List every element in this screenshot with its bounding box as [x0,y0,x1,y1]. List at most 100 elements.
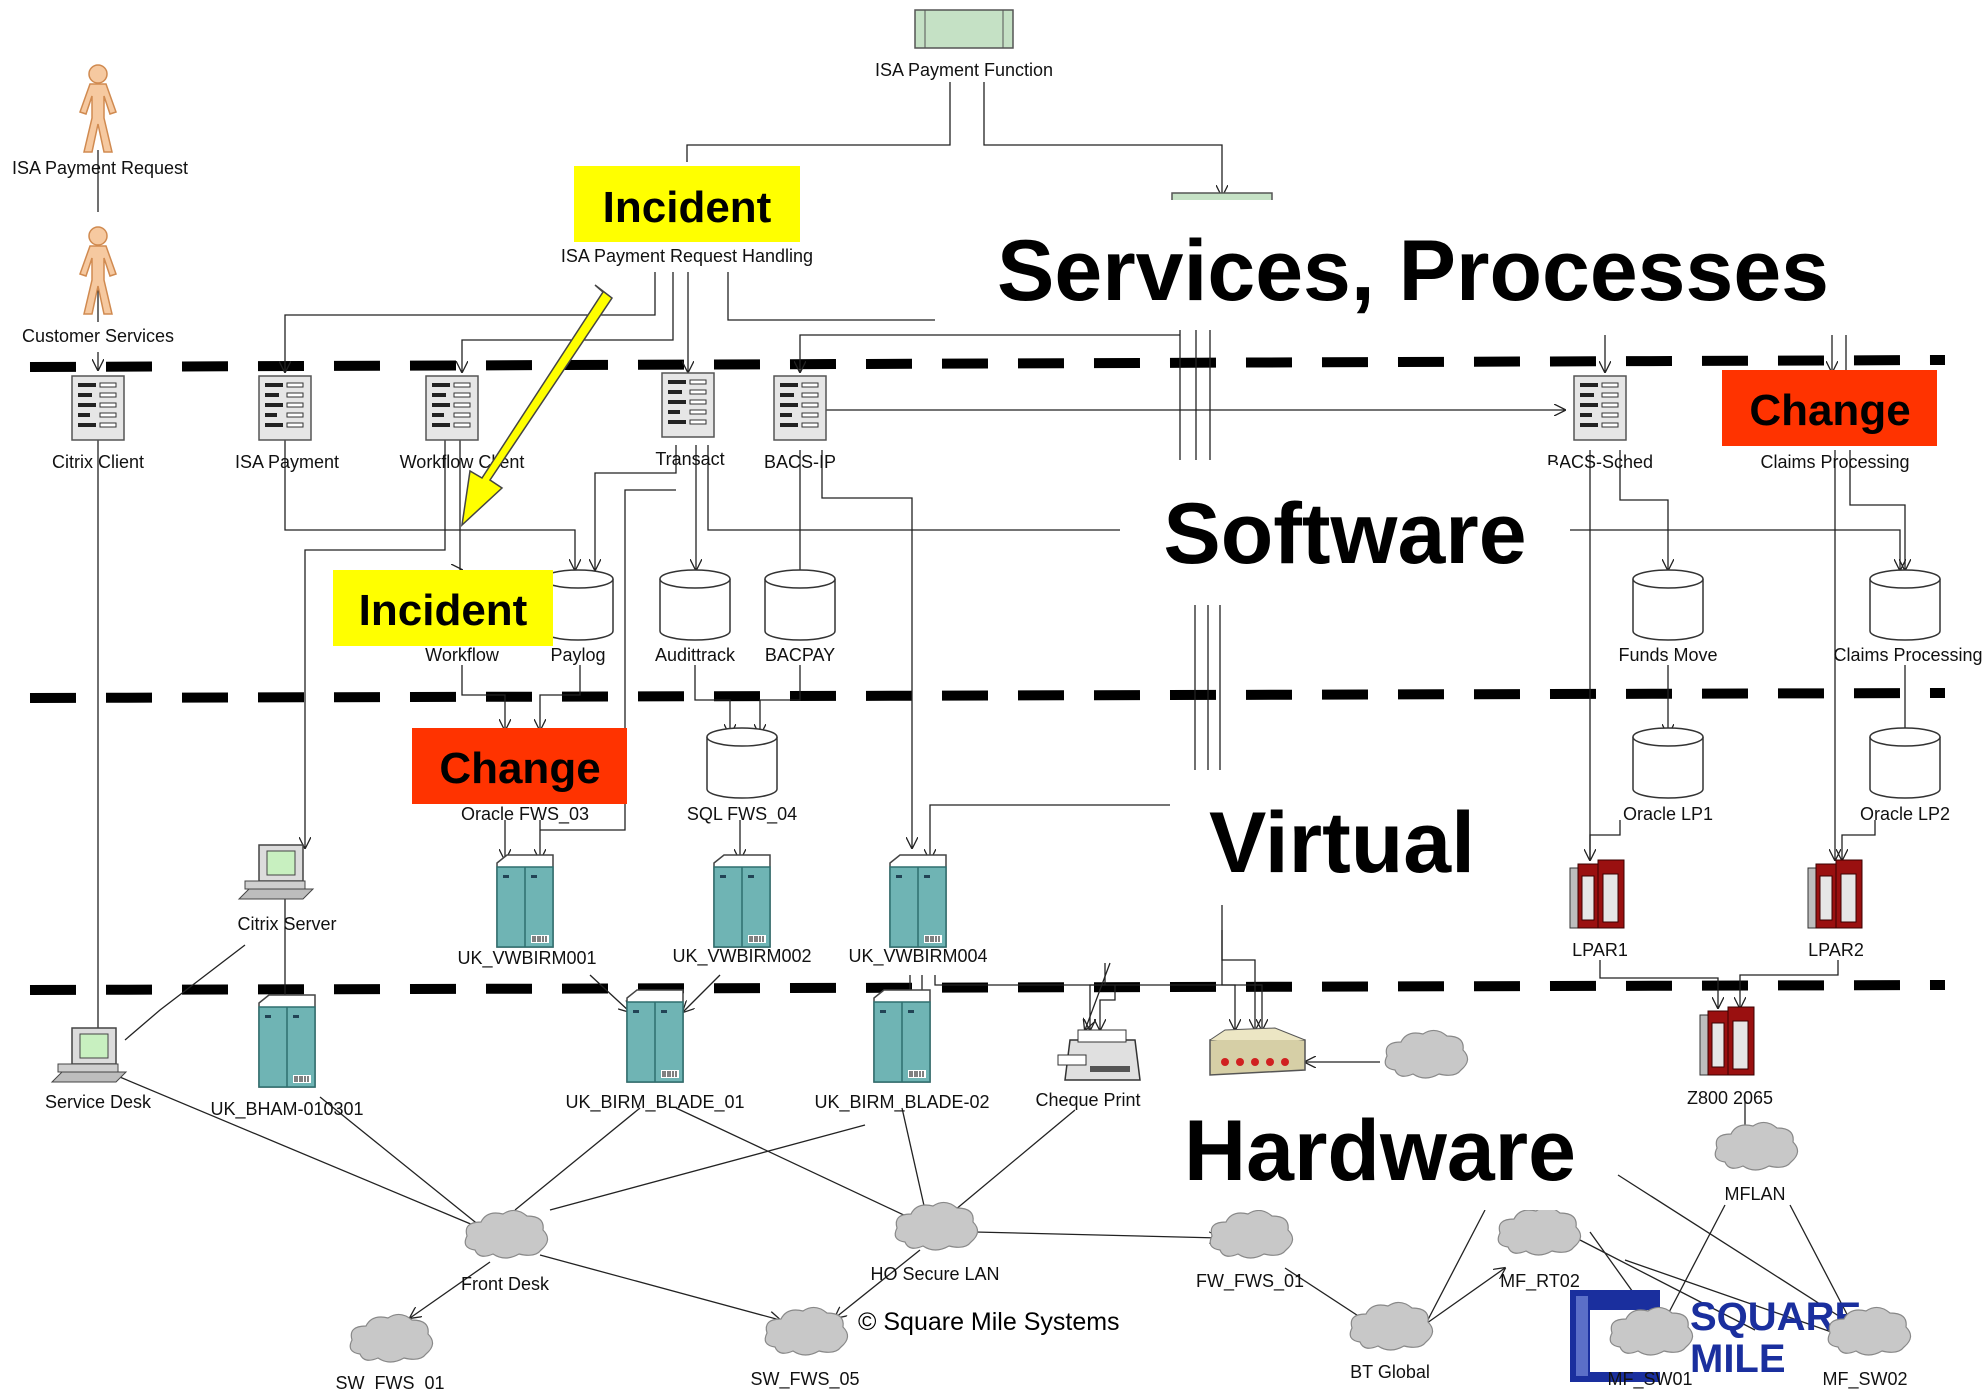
bham-label: UK_BHAM-010301 [210,1099,363,1120]
bt-global-label: BT Global [1350,1362,1430,1382]
transact-label: Transact [655,449,724,469]
sw-fws-01-network[interactable]: SW_FWS_01 [335,1313,445,1391]
mf-sw01-network[interactable]: MF_SW01 [1607,1306,1694,1390]
bacpay-label: BACPAY [765,645,835,665]
database-icon [542,569,614,641]
blade02-node[interactable]: UK_BIRM_BLADE-02 [814,989,990,1113]
bacpay-database[interactable]: BACPAY [764,569,836,665]
network-cloud-unnamed[interactable] [1384,1029,1469,1079]
cloud-icon [894,1201,979,1251]
lpar2-node[interactable]: LPAR2 [1807,859,1864,960]
z800-node[interactable]: Z800 2065 [1687,1006,1773,1108]
incident-tag-top-text: Incident [603,183,772,232]
uk-vwbirm004-node[interactable]: UK_VWBIRM004 [848,854,988,967]
change-tag-right-text: Change [1749,386,1910,435]
printer-icon [1057,1029,1141,1081]
payment-request-handling-label: ISA Payment Request Handling [561,246,813,266]
citrix-server-label: Citrix Server [237,914,336,934]
uk-vwbirm002-node[interactable]: UK_VWBIRM002 [672,854,812,967]
isa-payment-label: ISA Payment [235,452,339,472]
blade01-label: UK_BIRM_BLADE_01 [565,1092,744,1113]
application-icon [773,375,827,441]
isa-payment-function-label: ISA Payment Function [875,60,1053,80]
audittrack-database[interactable]: Audittrack [655,569,736,665]
isa-payment-request-actor[interactable]: ISA Payment Request [12,64,188,178]
citrix-client-label: Citrix Client [52,452,144,472]
oracle-lp1-database[interactable]: Oracle LP1 [1623,727,1713,824]
logo-line2: MILE [1690,1337,1786,1381]
database-icon [1632,569,1704,641]
customer-services-actor[interactable]: Customer Services [22,226,174,346]
oracle-lp2-database[interactable]: Oracle LP2 [1860,727,1950,824]
uk-vwbirm001-node[interactable]: UK_VWBIRM001 [457,854,597,969]
application-icon [425,375,479,441]
square-mile-logo: SQUARE MILE [1570,1290,1861,1382]
claims-processing-database[interactable]: Claims Processing [1833,569,1983,665]
layer-title-software: Software [1163,486,1526,582]
incident-tag-top[interactable]: Incident [574,166,800,242]
change-tag-left[interactable]: Change [412,728,627,804]
blade02-label: UK_BIRM_BLADE-02 [814,1092,989,1113]
funds-move-database[interactable]: Funds Move [1618,569,1718,665]
sw-fws-05-network[interactable]: SW_FWS_05 [750,1306,860,1390]
database-icon [706,727,778,799]
server-icon [496,854,554,948]
isa-payment-function-node[interactable]: ISA Payment Function [875,9,1053,80]
ho-secure-lan-label: HO Secure LAN [870,1264,999,1284]
oracle-lp1-label: Oracle LP1 [1623,804,1713,824]
application-icon [1573,375,1627,441]
workflow-db-label: Workflow [425,645,500,665]
citrix-client-app[interactable]: Citrix Client [52,375,144,472]
sql-fws-04-label: SQL FWS_04 [687,804,797,825]
change-tag-right[interactable]: Change [1722,370,1937,446]
mflan-label: MFLAN [1724,1184,1785,1204]
transact-app[interactable]: Transact [655,372,725,469]
z800-label: Z800 2065 [1687,1088,1773,1108]
service-desk-node[interactable]: Service Desk [45,1027,152,1112]
mf-rt02-network[interactable]: MF_RT02 [1497,1206,1582,1292]
cloud-icon [1209,1209,1294,1259]
lpar1-label: LPAR1 [1572,940,1628,960]
cloud-icon [1497,1206,1582,1256]
claims-processing-app[interactable]: Claims Processing [1760,452,1909,472]
layer-title-hardware: Hardware [1184,1103,1576,1199]
server-icon [258,994,316,1088]
paylog-database[interactable]: Paylog [542,569,614,665]
mainframe-icon [1807,859,1863,929]
ho-secure-lan-network[interactable]: HO Secure LAN [870,1201,1000,1284]
mf-sw02-network[interactable]: MF_SW02 [1822,1306,1912,1390]
citrix-server-node[interactable]: Citrix Server [237,844,337,934]
oracle-fws-03-database[interactable]: Oracle FWS_03 [461,804,589,825]
bt-global-network[interactable]: BT Global [1349,1301,1434,1382]
cloud-icon [1714,1121,1799,1171]
bacs-ip-app[interactable]: BACS-IP [764,375,836,472]
sql-fws-04-database[interactable]: SQL FWS_04 [687,727,797,825]
network-device-node[interactable] [1209,1027,1306,1076]
layer-title-services: Services, Processes [997,223,1829,319]
sw-fws-05-label: SW_FWS_05 [750,1369,859,1390]
mainframe-icon [1569,859,1625,929]
cheque-print-label: Cheque Print [1035,1090,1140,1110]
application-icon [661,372,715,438]
database-icon [659,569,731,641]
mf-sw02-label: MF_SW02 [1822,1369,1907,1390]
workflow-database[interactable]: Workflow [425,645,500,665]
fw-fws-01-network[interactable]: FW_FWS_01 [1196,1209,1304,1292]
cheque-print-node[interactable]: Cheque Print [1035,1029,1141,1110]
mflan-network[interactable]: MFLAN [1714,1121,1799,1204]
bacs-sched-app[interactable]: BACS-Sched [1547,375,1653,472]
lpar1-node[interactable]: LPAR1 [1569,859,1628,960]
service-desk-label: Service Desk [45,1092,152,1112]
incident-tag-mid[interactable]: Incident [333,570,553,646]
isa-payment-app[interactable]: ISA Payment [235,375,339,472]
database-icon [1869,727,1941,799]
blade01-node[interactable]: UK_BIRM_BLADE_01 [565,989,745,1113]
uk-bham-node[interactable]: UK_BHAM-010301 [210,994,364,1120]
vw002-label: UK_VWBIRM002 [672,946,811,967]
computer-icon [238,844,314,900]
front-desk-network[interactable]: Front Desk [461,1209,550,1294]
paylog-label: Paylog [550,645,605,665]
front-desk-label: Front Desk [461,1274,550,1294]
server-icon [626,989,684,1083]
